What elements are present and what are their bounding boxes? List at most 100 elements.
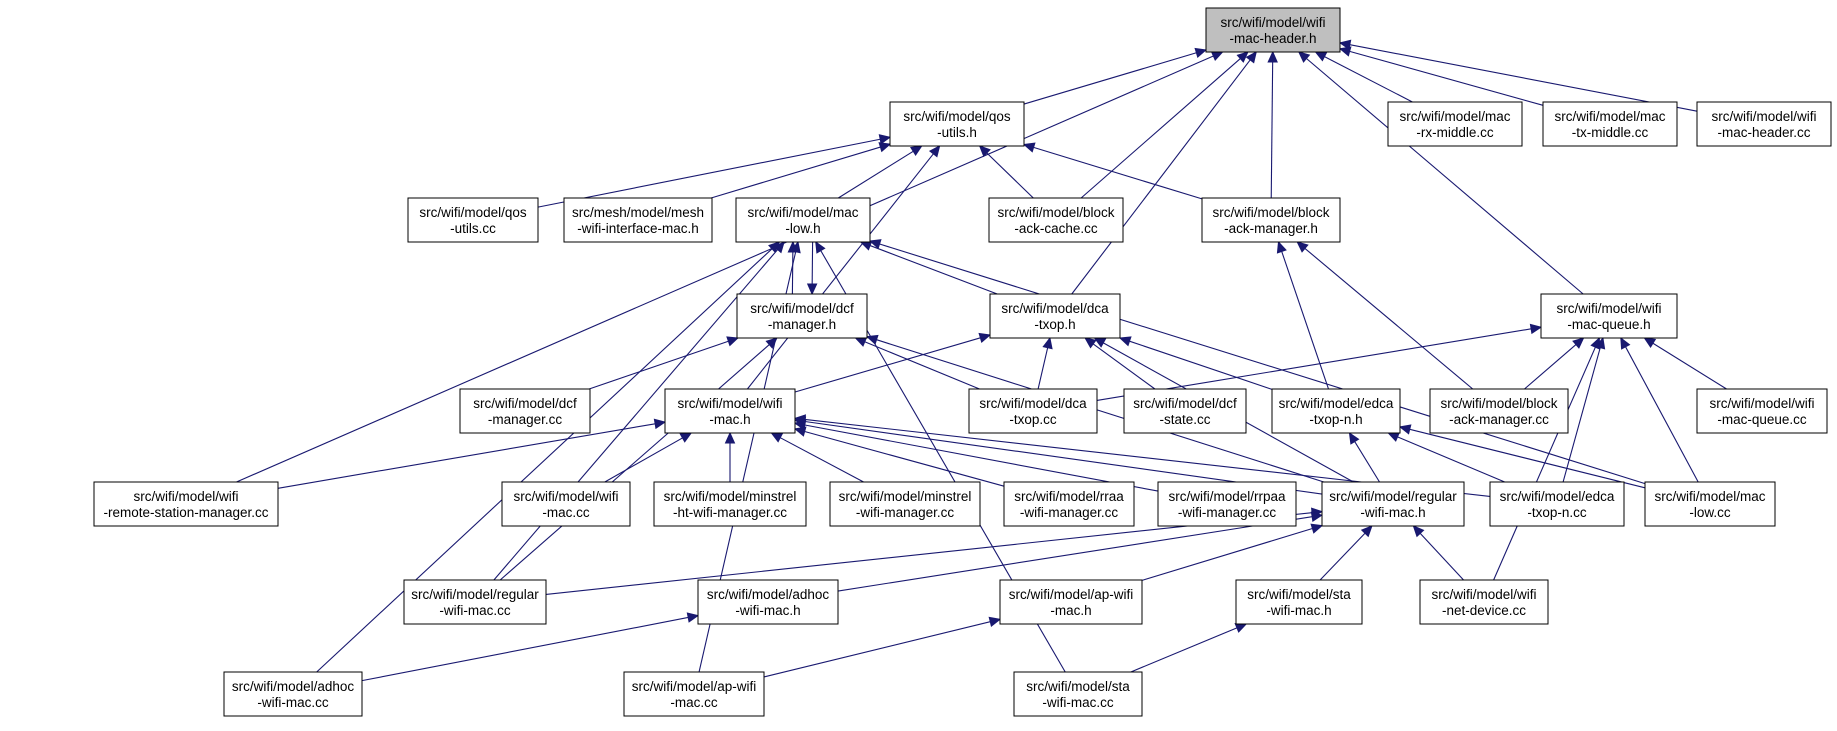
node-label-line: src/wifi/model/block xyxy=(1212,205,1329,220)
node-qos-utils-cc[interactable]: src/wifi/model/qos-utils.cc xyxy=(407,197,539,243)
node-dcf-state-cc[interactable]: src/wifi/model/dcf-state.cc xyxy=(1123,388,1247,434)
node-box xyxy=(1429,388,1569,434)
arrowhead-block-ack-cache-cc-to-wifi-mac-header-h xyxy=(1236,51,1249,63)
node-wifi-mac-header-cc[interactable]: src/wifi/model/wifi-mac-header.cc xyxy=(1696,101,1832,147)
node-label-line: src/wifi/model/qos xyxy=(903,109,1011,124)
node-label-line: -txop.h xyxy=(1034,317,1075,332)
node-dca-txop-cc[interactable]: src/wifi/model/dca-txop.cc xyxy=(968,388,1098,434)
node-label-line: -ack-manager.cc xyxy=(1449,412,1549,427)
node-minstrel-ht-wifi-manager-cc[interactable]: src/wifi/model/minstrel-ht-wifi-manager.… xyxy=(653,481,807,527)
node-wifi-mac-cc[interactable]: src/wifi/model/wifi-mac.cc xyxy=(501,481,631,527)
arrowhead-wifi-mac-cc-to-wifi-mac-h xyxy=(679,432,693,443)
node-label-line: src/wifi/model/dcf xyxy=(750,301,854,316)
node-label-line: -wifi-mac.cc xyxy=(1042,695,1113,710)
node-wifi-mac-header-h[interactable]: src/wifi/model/wifi-mac-header.h xyxy=(1205,7,1341,53)
dependency-edge-block-ack-manager-cc-to-block-ack-manager-h xyxy=(1304,248,1474,390)
node-label-line: -wifi-mac.h xyxy=(1360,505,1425,520)
node-box xyxy=(1235,579,1363,625)
arrowhead-block-ack-manager-h-to-wifi-mac-header-h xyxy=(1267,50,1278,63)
node-adhoc-wifi-mac-cc[interactable]: src/wifi/model/adhoc-wifi-mac.cc xyxy=(223,671,363,717)
node-label-line: -ack-cache.cc xyxy=(1014,221,1098,236)
dependency-edge-mac-tx-middle-cc-to-wifi-mac-header-h xyxy=(1349,50,1544,106)
arrowhead-adhoc-wifi-mac-cc-to-adhoc-wifi-mac-h xyxy=(686,612,700,623)
node-wifi-mac-queue-cc[interactable]: src/wifi/model/wifi-mac-queue.cc xyxy=(1696,388,1828,434)
node-rraa-wifi-manager-cc[interactable]: src/wifi/model/rraa-wifi-manager.cc xyxy=(1003,481,1135,527)
node-adhoc-wifi-mac-h[interactable]: src/wifi/model/adhoc-wifi-mac.h xyxy=(697,579,839,625)
node-label-line: src/wifi/model/dca xyxy=(1001,301,1109,316)
node-label-line: -low.cc xyxy=(1689,505,1731,520)
dependency-edge-dca-txop-h-to-wifi-mac-header-h xyxy=(1071,59,1251,295)
node-box xyxy=(501,481,631,527)
node-label-line: -net-device.cc xyxy=(1442,603,1526,618)
dependency-edge-block-ack-manager-cc-to-wifi-mac-queue-h xyxy=(1524,344,1577,390)
dependency-edge-mesh-wifi-interface-mac-h-to-qos-utils-h xyxy=(710,146,881,199)
node-mac-tx-middle-cc[interactable]: src/wifi/model/mac-tx-middle.cc xyxy=(1542,101,1678,147)
node-sta-wifi-mac-cc[interactable]: src/wifi/model/sta-wifi-mac.cc xyxy=(1013,671,1143,717)
node-dcf-manager-h[interactable]: src/wifi/model/dcf-manager.h xyxy=(736,293,868,339)
node-mac-low-h[interactable]: src/wifi/model/mac-low.h xyxy=(735,197,871,243)
node-qos-utils-h[interactable]: src/wifi/model/qos-utils.h xyxy=(889,101,1025,147)
node-ap-wifi-mac-cc[interactable]: src/wifi/model/ap-wifi-mac.cc xyxy=(623,671,765,717)
node-label-line: src/wifi/model/ap-wifi xyxy=(632,679,757,694)
node-regular-wifi-mac-h[interactable]: src/wifi/model/regular-wifi-mac.h xyxy=(1321,481,1465,527)
node-sta-wifi-mac-h[interactable]: src/wifi/model/sta-wifi-mac.h xyxy=(1235,579,1363,625)
dependency-edge-block-ack-cache-cc-to-wifi-mac-header-h xyxy=(1080,58,1241,199)
node-label-line: src/wifi/model/edca xyxy=(1500,489,1615,504)
node-label-line: -utils.h xyxy=(937,125,977,140)
node-label-line: -wifi-mac.cc xyxy=(439,603,510,618)
node-dcf-manager-cc[interactable]: src/wifi/model/dcf-manager.cc xyxy=(459,388,591,434)
node-label-line: -tx-middle.cc xyxy=(1572,125,1649,140)
node-wifi-remote-station-manager-cc[interactable]: src/wifi/model/wifi-remote-station-manag… xyxy=(93,481,279,527)
node-box xyxy=(1003,481,1135,527)
node-wifi-mac-h[interactable]: src/wifi/model/wifi-mac.h xyxy=(664,388,796,434)
node-box xyxy=(563,197,713,243)
dependency-edge-mac-low-cc-to-edca-txop-n-h xyxy=(1409,428,1646,489)
node-label-line: src/wifi/model/mac xyxy=(1399,109,1510,124)
node-label-line: src/wifi/model/mac xyxy=(1654,489,1765,504)
arrowhead-dca-txop-cc-to-dca-txop-h xyxy=(1042,336,1053,350)
dependency-edge-wifi-mac-queue-cc-to-wifi-mac-queue-h xyxy=(1652,342,1727,390)
dependency-edge-adhoc-wifi-mac-h-to-regular-wifi-mac-h xyxy=(837,516,1313,592)
node-block-ack-manager-cc[interactable]: src/wifi/model/block-ack-manager.cc xyxy=(1429,388,1569,434)
node-block-ack-cache-cc[interactable]: src/wifi/model/block-ack-cache.cc xyxy=(988,197,1124,243)
node-dca-txop-h[interactable]: src/wifi/model/dca-txop.h xyxy=(989,293,1121,339)
dependency-edge-wifi-mac-header-cc-to-wifi-mac-header-h xyxy=(1349,44,1698,112)
node-regular-wifi-mac-cc[interactable]: src/wifi/model/regular-wifi-mac.cc xyxy=(403,579,547,625)
node-box xyxy=(1644,481,1776,527)
dependency-edge-regular-wifi-mac-h-to-edca-txop-n-h xyxy=(1354,441,1380,483)
node-edca-txop-n-h[interactable]: src/wifi/model/edca-txop-n.h xyxy=(1271,388,1401,434)
node-mesh-wifi-interface-mac-h[interactable]: src/mesh/model/mesh-wifi-interface-mac.h xyxy=(563,197,713,243)
node-label-line: src/wifi/model/ap-wifi xyxy=(1009,587,1134,602)
node-label-line: src/wifi/model/wifi xyxy=(513,489,618,504)
node-label-line: src/wifi/model/wifi xyxy=(1220,15,1325,30)
node-wifi-mac-queue-h[interactable]: src/wifi/model/wifi-mac-queue.h xyxy=(1540,293,1678,339)
node-rrpaa-wifi-manager-cc[interactable]: src/wifi/model/rrpaa-wifi-manager.cc xyxy=(1157,481,1297,527)
node-label-line: -txop.cc xyxy=(1009,412,1057,427)
node-label-line: -mac.cc xyxy=(542,505,590,520)
dependency-edge-sta-wifi-mac-h-to-regular-wifi-mac-h xyxy=(1319,532,1366,581)
arrowhead-dca-txop-h-to-wifi-mac-header-h xyxy=(1245,51,1257,64)
dependency-edge-mac-low-cc-to-mac-low-h xyxy=(879,243,1646,485)
node-block-ack-manager-h[interactable]: src/wifi/model/block-ack-manager.h xyxy=(1201,197,1341,243)
node-mac-low-cc[interactable]: src/wifi/model/mac-low.cc xyxy=(1644,481,1776,527)
node-label-line: src/wifi/model/dcf xyxy=(1133,396,1237,411)
arrowhead-mac-low-h-to-dcf-manager-h xyxy=(806,283,818,296)
node-mac-rx-middle-cc[interactable]: src/wifi/model/mac-rx-middle.cc xyxy=(1387,101,1523,147)
node-box xyxy=(1013,671,1143,717)
arrowhead-dca-txop-cc-to-wifi-mac-queue-h xyxy=(1529,323,1543,335)
dependency-edge-qos-utils-h-to-wifi-mac-header-h xyxy=(1023,52,1197,105)
node-box xyxy=(988,197,1124,243)
node-minstrel-wifi-manager-cc[interactable]: src/wifi/model/minstrel-wifi-manager.cc xyxy=(829,481,981,527)
node-box xyxy=(968,388,1098,434)
node-wifi-net-device-cc[interactable]: src/wifi/model/wifi-net-device.cc xyxy=(1419,579,1549,625)
node-label-line: src/wifi/model/mac xyxy=(1554,109,1665,124)
arrowhead-edca-txop-n-h-to-block-ack-manager-h xyxy=(1276,240,1287,254)
node-edca-txop-n-cc[interactable]: src/wifi/model/edca-txop-n.cc xyxy=(1489,481,1625,527)
node-ap-wifi-mac-h[interactable]: src/wifi/model/ap-wifi-mac.h xyxy=(999,579,1143,625)
node-box xyxy=(989,293,1121,339)
arrowhead-qos-utils-h-to-wifi-mac-header-h xyxy=(1194,47,1208,58)
arrowhead-block-ack-cache-cc-to-qos-utils-h xyxy=(978,145,991,158)
arrowhead-wifi-mac-header-cc-to-wifi-mac-header-h xyxy=(1338,39,1352,50)
dependency-edge-dca-txop-cc-to-dca-txop-h xyxy=(1037,347,1049,390)
node-box xyxy=(1157,481,1297,527)
